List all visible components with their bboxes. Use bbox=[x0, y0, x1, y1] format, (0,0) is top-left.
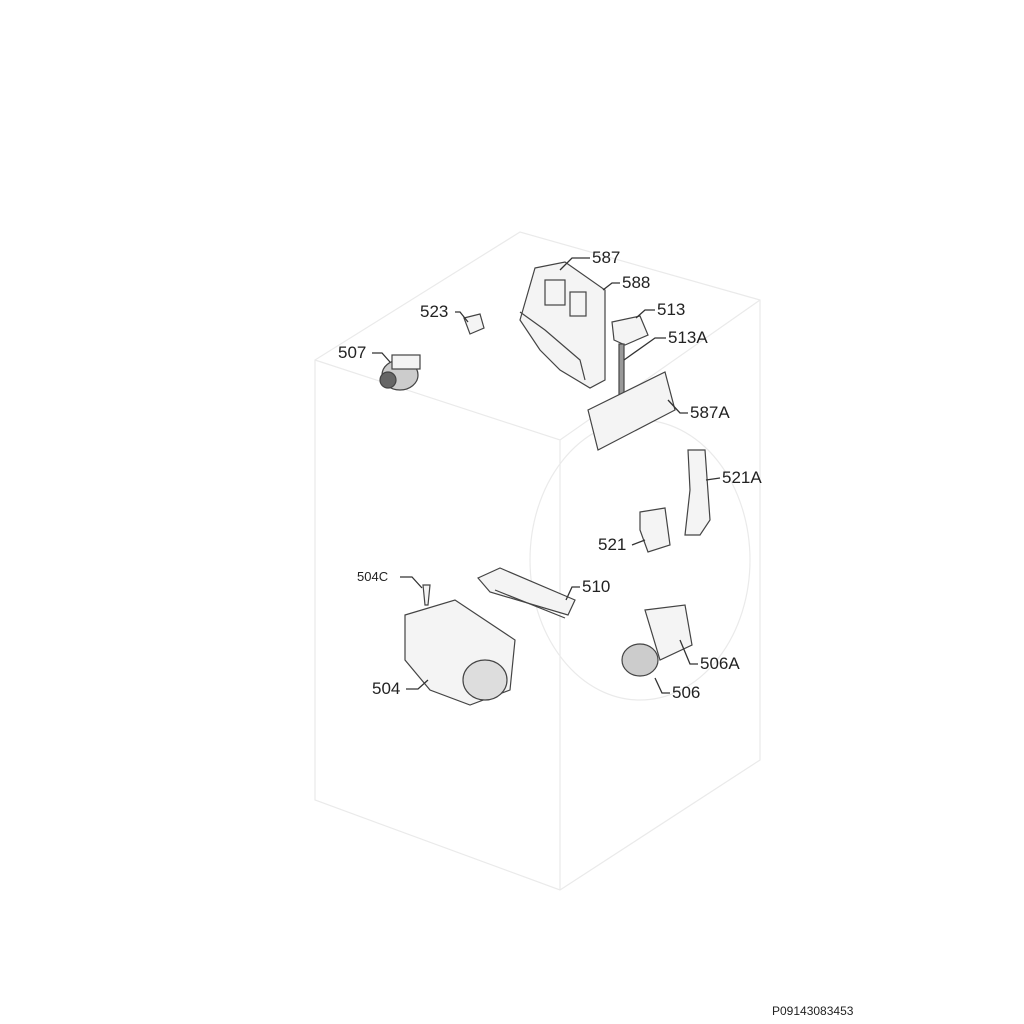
label-510: 510 bbox=[582, 577, 611, 596]
reference-code: P09143083453 bbox=[772, 1004, 854, 1018]
label-521A: 521A bbox=[722, 468, 762, 487]
label-513: 513 bbox=[657, 300, 686, 319]
motor-part bbox=[404, 599, 516, 706]
label-504C: 504C bbox=[357, 569, 389, 584]
label-523: 523 bbox=[420, 302, 449, 321]
label-521: 521 bbox=[598, 535, 627, 554]
label-506: 506 bbox=[672, 683, 701, 702]
label-506A: 506A bbox=[700, 654, 740, 673]
heater-part bbox=[477, 567, 576, 619]
control-module-part bbox=[519, 261, 606, 389]
screw-part bbox=[422, 584, 431, 606]
label-588: 588 bbox=[622, 273, 651, 292]
drain-pump-part bbox=[621, 604, 693, 677]
display-board-part bbox=[587, 371, 676, 451]
label-587: 587 bbox=[592, 248, 621, 267]
part-521A bbox=[684, 449, 711, 536]
label-513A: 513A bbox=[668, 328, 708, 347]
door-lock-part bbox=[639, 507, 671, 553]
label-587A: 587A bbox=[690, 403, 730, 422]
inlet-valve-part bbox=[379, 354, 421, 391]
label-507: 507 bbox=[338, 343, 367, 362]
part-523 bbox=[463, 313, 485, 335]
leader-lines bbox=[372, 257, 721, 694]
label-504: 504 bbox=[372, 679, 401, 698]
